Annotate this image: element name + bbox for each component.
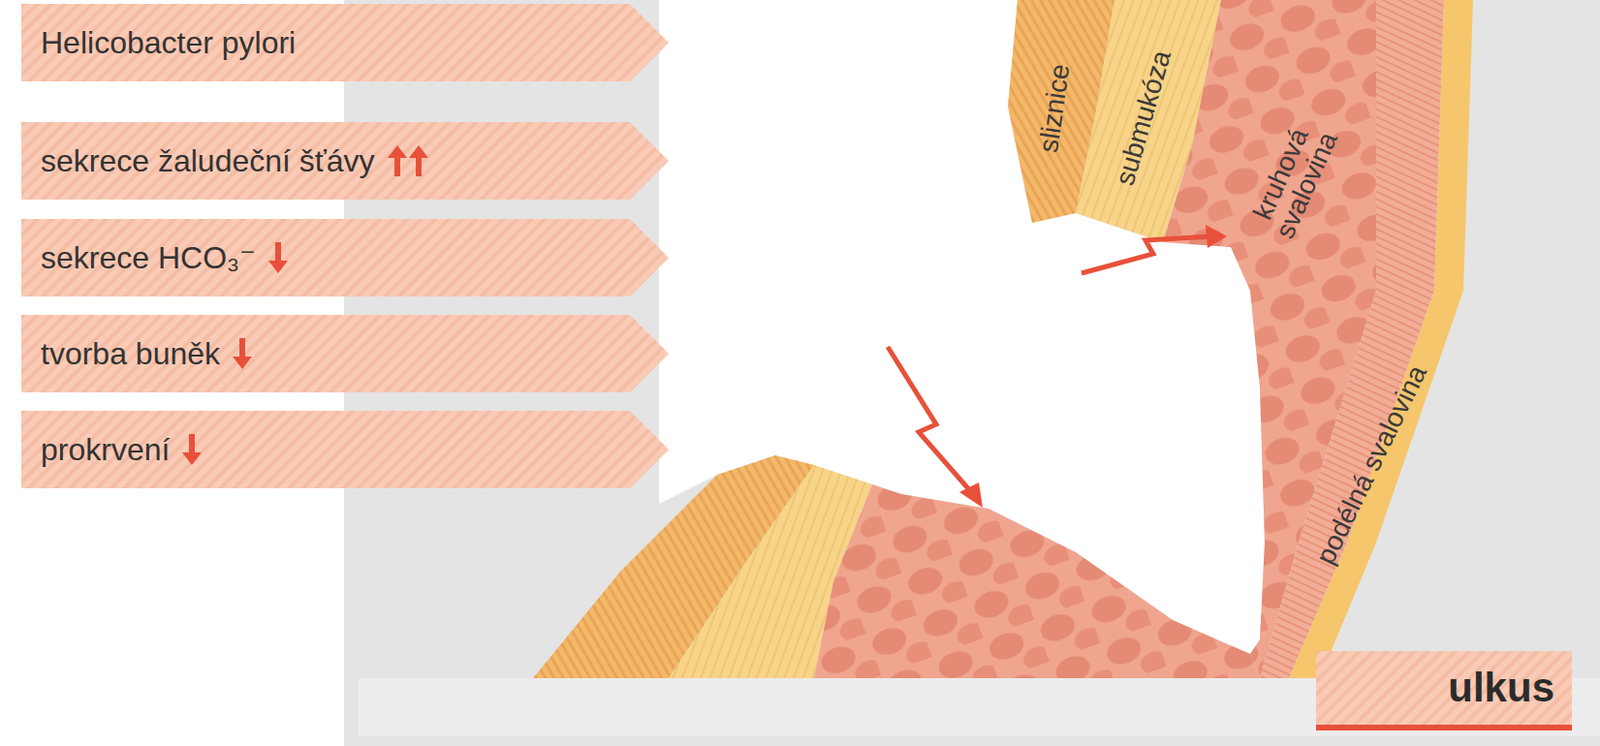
factor-band: prokrvení (21, 410, 669, 489)
factor-band: sekrece HCO₃⁻ (21, 219, 669, 297)
layer-label: submukóza (1110, 47, 1177, 189)
tag-text: ulkus (1447, 664, 1555, 712)
decrease-arrow (267, 241, 289, 275)
factor-text: sekrece žaludeční šťávy (40, 143, 376, 180)
layer-label: kruhová svalovina (1230, 83, 1358, 275)
decrease-arrow (231, 337, 253, 371)
title-tag: ulkus (1316, 651, 1572, 731)
factor-text: prokrvení (40, 432, 170, 469)
factor-band: sekrece žaludeční šťávy (21, 122, 669, 200)
factor-band: Helicobacter pylori (21, 3, 669, 82)
factor-band: tvorba buněk (21, 314, 669, 393)
increase-arrows (386, 144, 430, 178)
factor-text: tvorba buněk (40, 336, 220, 373)
decrease-arrow (181, 433, 203, 467)
layer-label: sliznice (1034, 62, 1075, 155)
factor-text: sekrece HCO₃⁻ (40, 239, 256, 277)
layer-label: podélná svalovina (1311, 361, 1433, 569)
factor-text: Helicobacter pylori (40, 25, 296, 62)
